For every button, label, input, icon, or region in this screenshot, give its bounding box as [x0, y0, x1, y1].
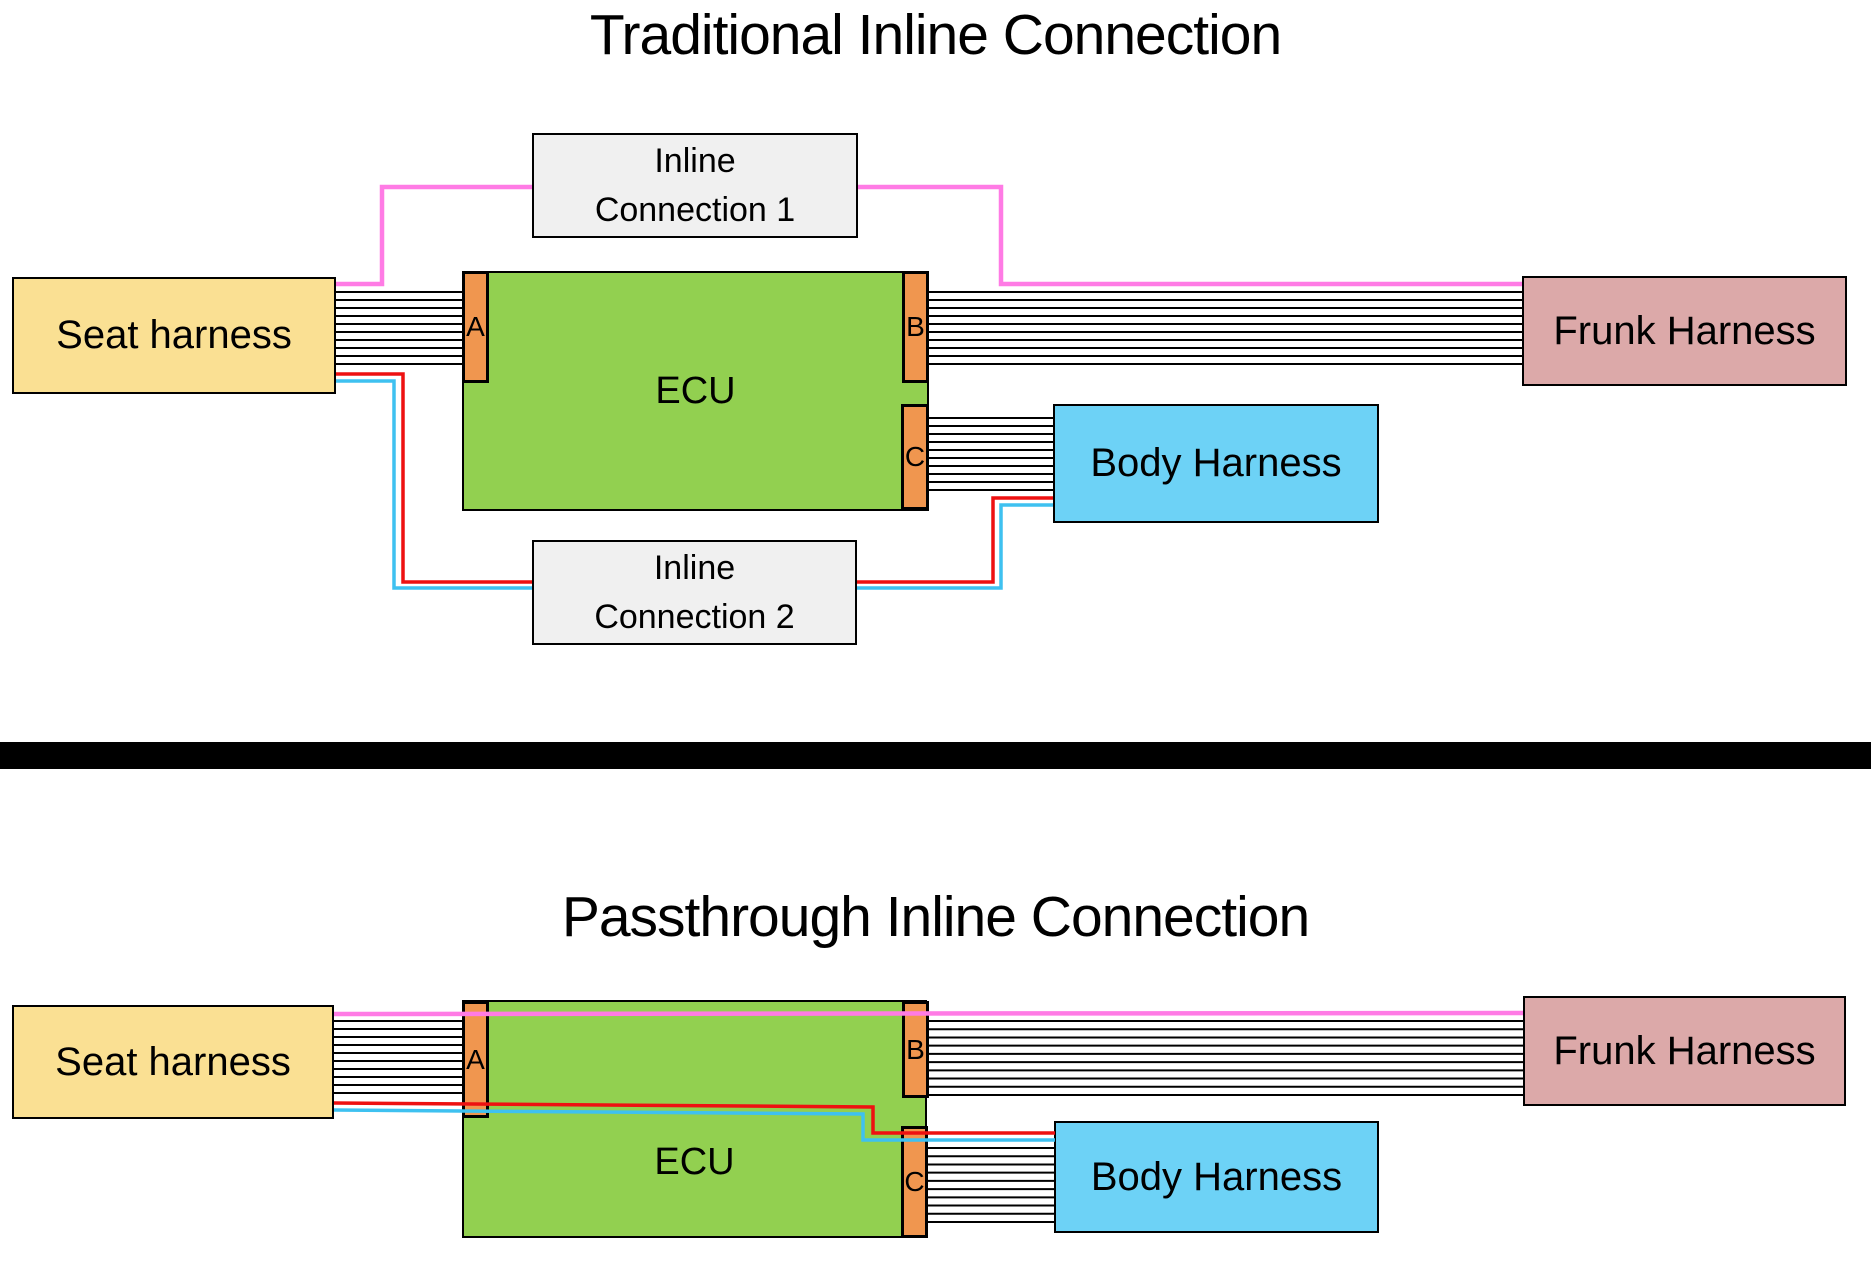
ecu-box-traditional: ECU: [462, 271, 929, 511]
section-divider: [0, 742, 1871, 769]
ecu-label-traditional: ECU: [655, 369, 736, 412]
title-passthrough: Passthrough Inline Connection: [561, 885, 1310, 949]
body-harness-label-traditional: Body Harness: [1090, 441, 1342, 485]
body-harness-box-traditional: Body Harness: [1053, 404, 1379, 523]
connector-a-passthrough: A: [462, 1001, 489, 1118]
seat-harness-box-passthrough: Seat harness: [12, 1005, 334, 1119]
ecu-box-passthrough: [462, 1000, 927, 1238]
seat-harness-box-traditional: Seat harness: [12, 277, 336, 394]
connector-b-label-traditional: B: [906, 311, 925, 342]
seat-harness-label-traditional: Seat harness: [56, 313, 292, 357]
connector-b-label-passthrough: B: [906, 1033, 925, 1065]
body-harness-label-passthrough: Body Harness: [1090, 1154, 1343, 1199]
inline-connection-2-box: Inline Connection 2: [532, 540, 857, 645]
inline-connection-2-label-line2: Connection 2: [594, 597, 795, 636]
connector-b-passthrough: B: [902, 1001, 929, 1098]
inline-connection-1-label-line2: Connection 1: [594, 190, 796, 229]
frunk-harness-label-passthrough: Frunk Harness: [1553, 1028, 1816, 1073]
connector-a-traditional: A: [462, 271, 489, 383]
ecu-label-passthrough: ECU: [654, 1141, 735, 1183]
connector-c-passthrough: C: [901, 1126, 928, 1238]
seat-harness-label-passthrough: Seat harness: [55, 1039, 291, 1084]
inline-connection-1-label-line1: Inline: [654, 142, 736, 181]
title-traditional: Traditional Inline Connection: [589, 3, 1282, 67]
frunk-harness-box-passthrough: Frunk Harness: [1523, 996, 1846, 1106]
connector-a-label-traditional: A: [466, 311, 485, 342]
connector-b-traditional: B: [902, 271, 929, 383]
body-harness-box-passthrough: Body Harness: [1054, 1121, 1379, 1233]
connector-c-traditional: C: [901, 404, 929, 510]
connector-c-label-traditional: C: [904, 441, 926, 472]
connector-c-label-passthrough: C: [904, 1166, 925, 1197]
connector-a-label-passthrough: A: [466, 1043, 485, 1075]
frunk-harness-box-traditional: Frunk Harness: [1522, 276, 1847, 386]
frunk-harness-label-traditional: Frunk Harness: [1553, 308, 1816, 353]
inline-connection-1-box: Inline Connection 1: [532, 133, 858, 238]
inline-connection-2-label-line1: Inline: [653, 549, 736, 588]
